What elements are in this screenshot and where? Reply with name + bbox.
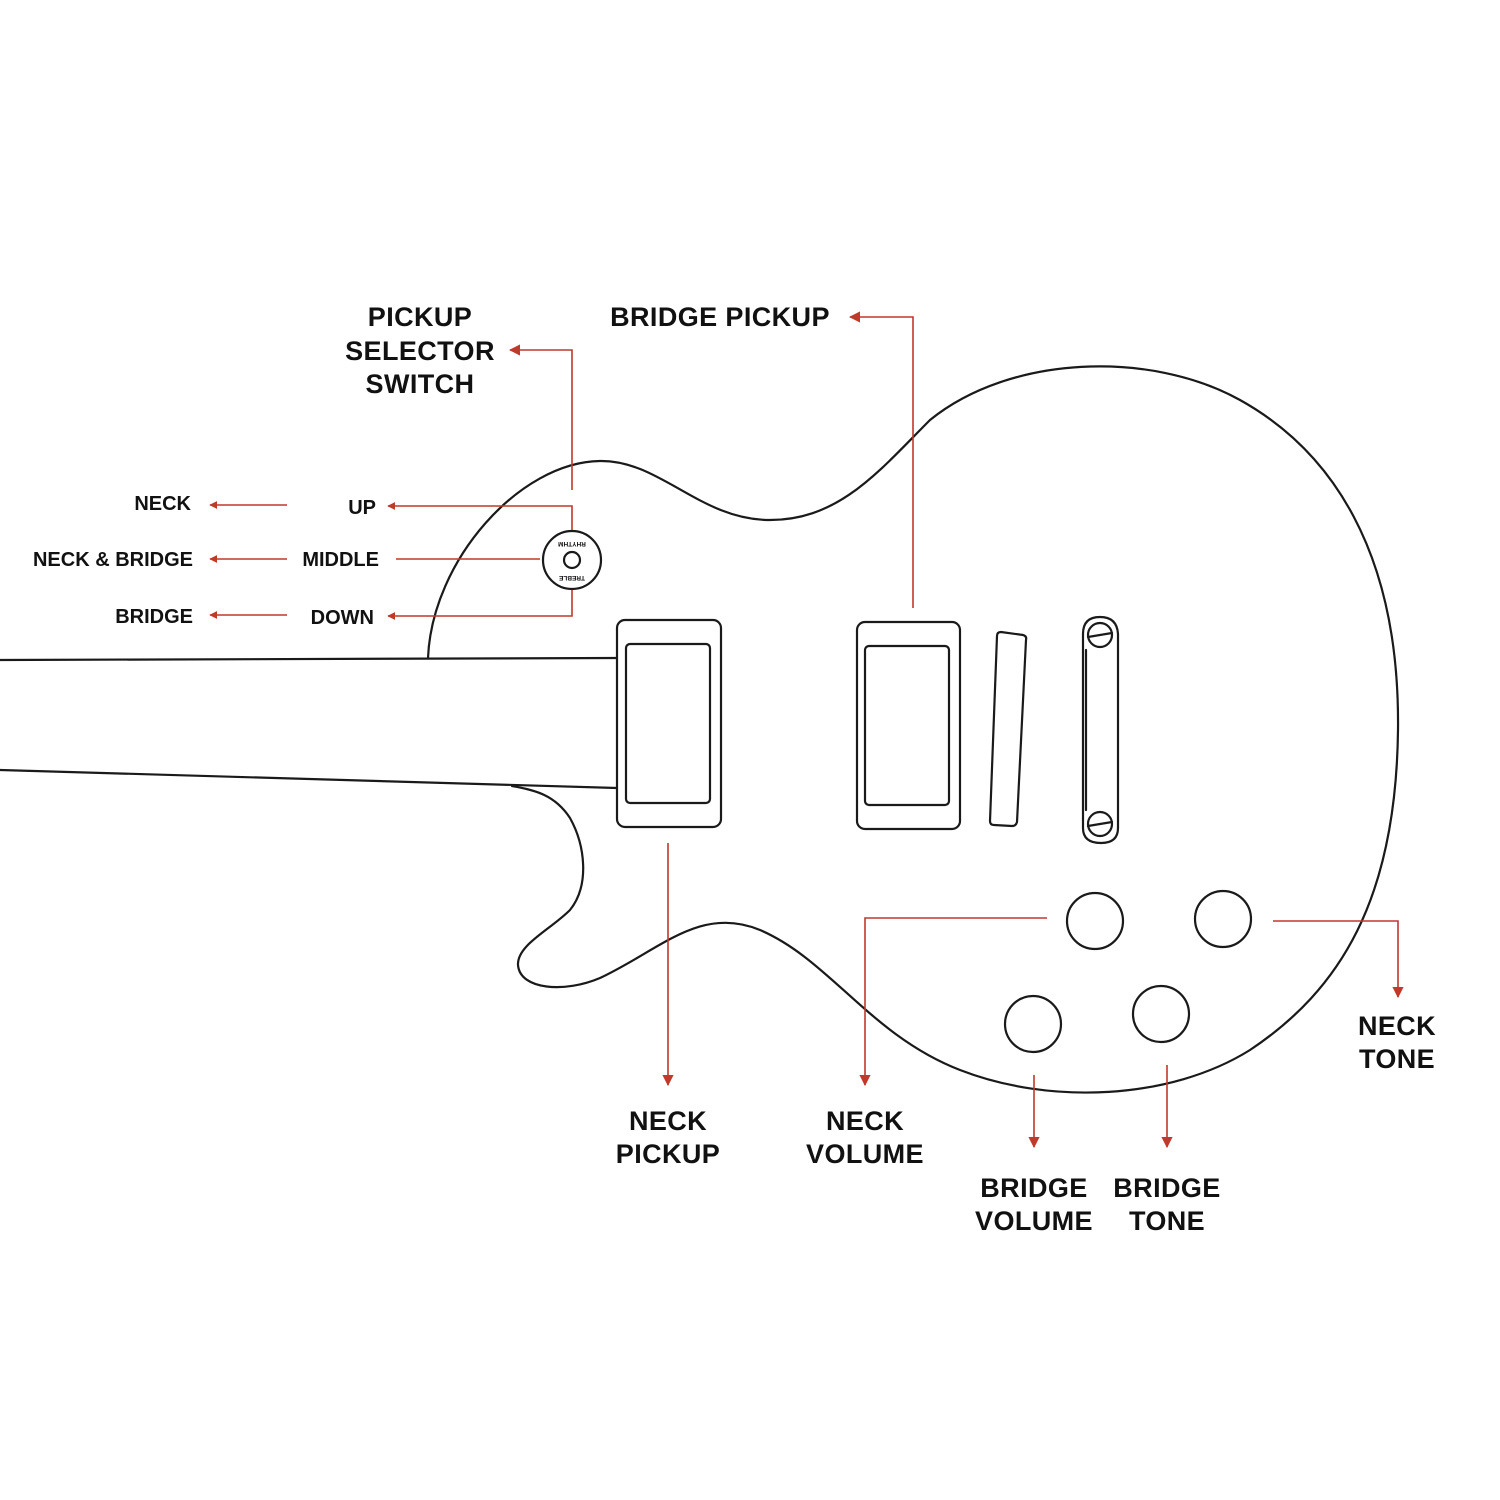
neck-pickup-ring (615, 618, 723, 829)
guitar-neck (0, 656, 619, 790)
label-neck-volume-line2: VOLUME (806, 1139, 924, 1169)
label-result-neck: NECK (134, 493, 191, 515)
label-bridge-tone: BRIDGE TONE (1113, 1173, 1220, 1236)
switch-tip (562, 550, 582, 570)
neck-top-edge (0, 656, 619, 662)
tune-o-matic-bridge (988, 630, 1028, 828)
switch-ring-bottom-text: TREBLE (558, 574, 585, 581)
label-pickup-selector-line2: SELECTOR (345, 336, 495, 366)
guitar-body (426, 365, 1400, 1094)
stud-top (1086, 621, 1114, 649)
body-outline-upper (426, 365, 1400, 1094)
label-switch-up: UP (348, 497, 376, 519)
label-switch-down: DOWN (311, 607, 374, 629)
neck-volume-knob (1065, 891, 1125, 951)
label-neck-tone-line2: TONE (1359, 1044, 1435, 1074)
label-pickup-selector: PICKUP SELECTOR SWITCH (345, 302, 495, 399)
neck-pickup (615, 618, 723, 829)
label-result-neck-bridge: NECK & BRIDGE (33, 549, 193, 571)
label-switch-middle: MIDDLE (302, 549, 379, 571)
label-bridge-volume: BRIDGE VOLUME (975, 1173, 1093, 1236)
label-neck-tone: NECK TONE (1358, 1011, 1436, 1074)
label-bridge-tone-line2: TONE (1129, 1206, 1205, 1236)
label-neck-tone-line1: NECK (1358, 1011, 1436, 1041)
neck-bottom-edge (0, 768, 619, 790)
bridge-tone-knob (1131, 984, 1191, 1044)
label-pickup-selector-line1: PICKUP (368, 302, 472, 332)
label-bridge-pickup: BRIDGE PICKUP (610, 302, 830, 332)
label-neck-pickup-line2: PICKUP (616, 1139, 720, 1169)
switch-ring-top-text: RHYTHM (558, 540, 586, 547)
label-neck-pickup-line1: NECK (629, 1106, 707, 1136)
stopbar-tailpiece (1081, 615, 1120, 845)
leader-pickup-selector (508, 344, 573, 490)
bridge-volume-knob (1003, 994, 1063, 1054)
leader-neck-tone (1273, 920, 1404, 999)
label-result-bridge: BRIDGE (115, 606, 193, 628)
bridge-pickup-cover (863, 644, 951, 807)
label-pickup-selector-line3: SWITCH (366, 369, 475, 399)
switch-position-labels: UP MIDDLE DOWN NECK NECK & BRIDGE BRIDGE (33, 493, 379, 629)
bridge-pickup-ring (855, 620, 962, 831)
leader-lines (209, 311, 1404, 1149)
label-bridge-volume-line1: BRIDGE (980, 1173, 1087, 1203)
label-neck-volume: NECK VOLUME (806, 1106, 924, 1169)
leader-bridge-pickup (848, 311, 914, 608)
leader-switch-up (387, 502, 573, 530)
neck-pickup-cover (624, 642, 712, 805)
label-bridge-tone-line1: BRIDGE (1113, 1173, 1220, 1203)
stud-bottom (1086, 810, 1114, 838)
bridge-pickup (855, 620, 962, 831)
label-neck-volume-line1: NECK (826, 1106, 904, 1136)
leader-switch-down (387, 590, 573, 620)
leader-neck-volume (859, 917, 1047, 1087)
switch-ring (541, 529, 603, 591)
neck-tone-knob (1193, 889, 1253, 949)
pickup-selector-switch: RHYTHM TREBLE (541, 529, 603, 591)
label-bridge-volume-line2: VOLUME (975, 1206, 1093, 1236)
label-neck-pickup: NECK PICKUP (616, 1106, 720, 1169)
